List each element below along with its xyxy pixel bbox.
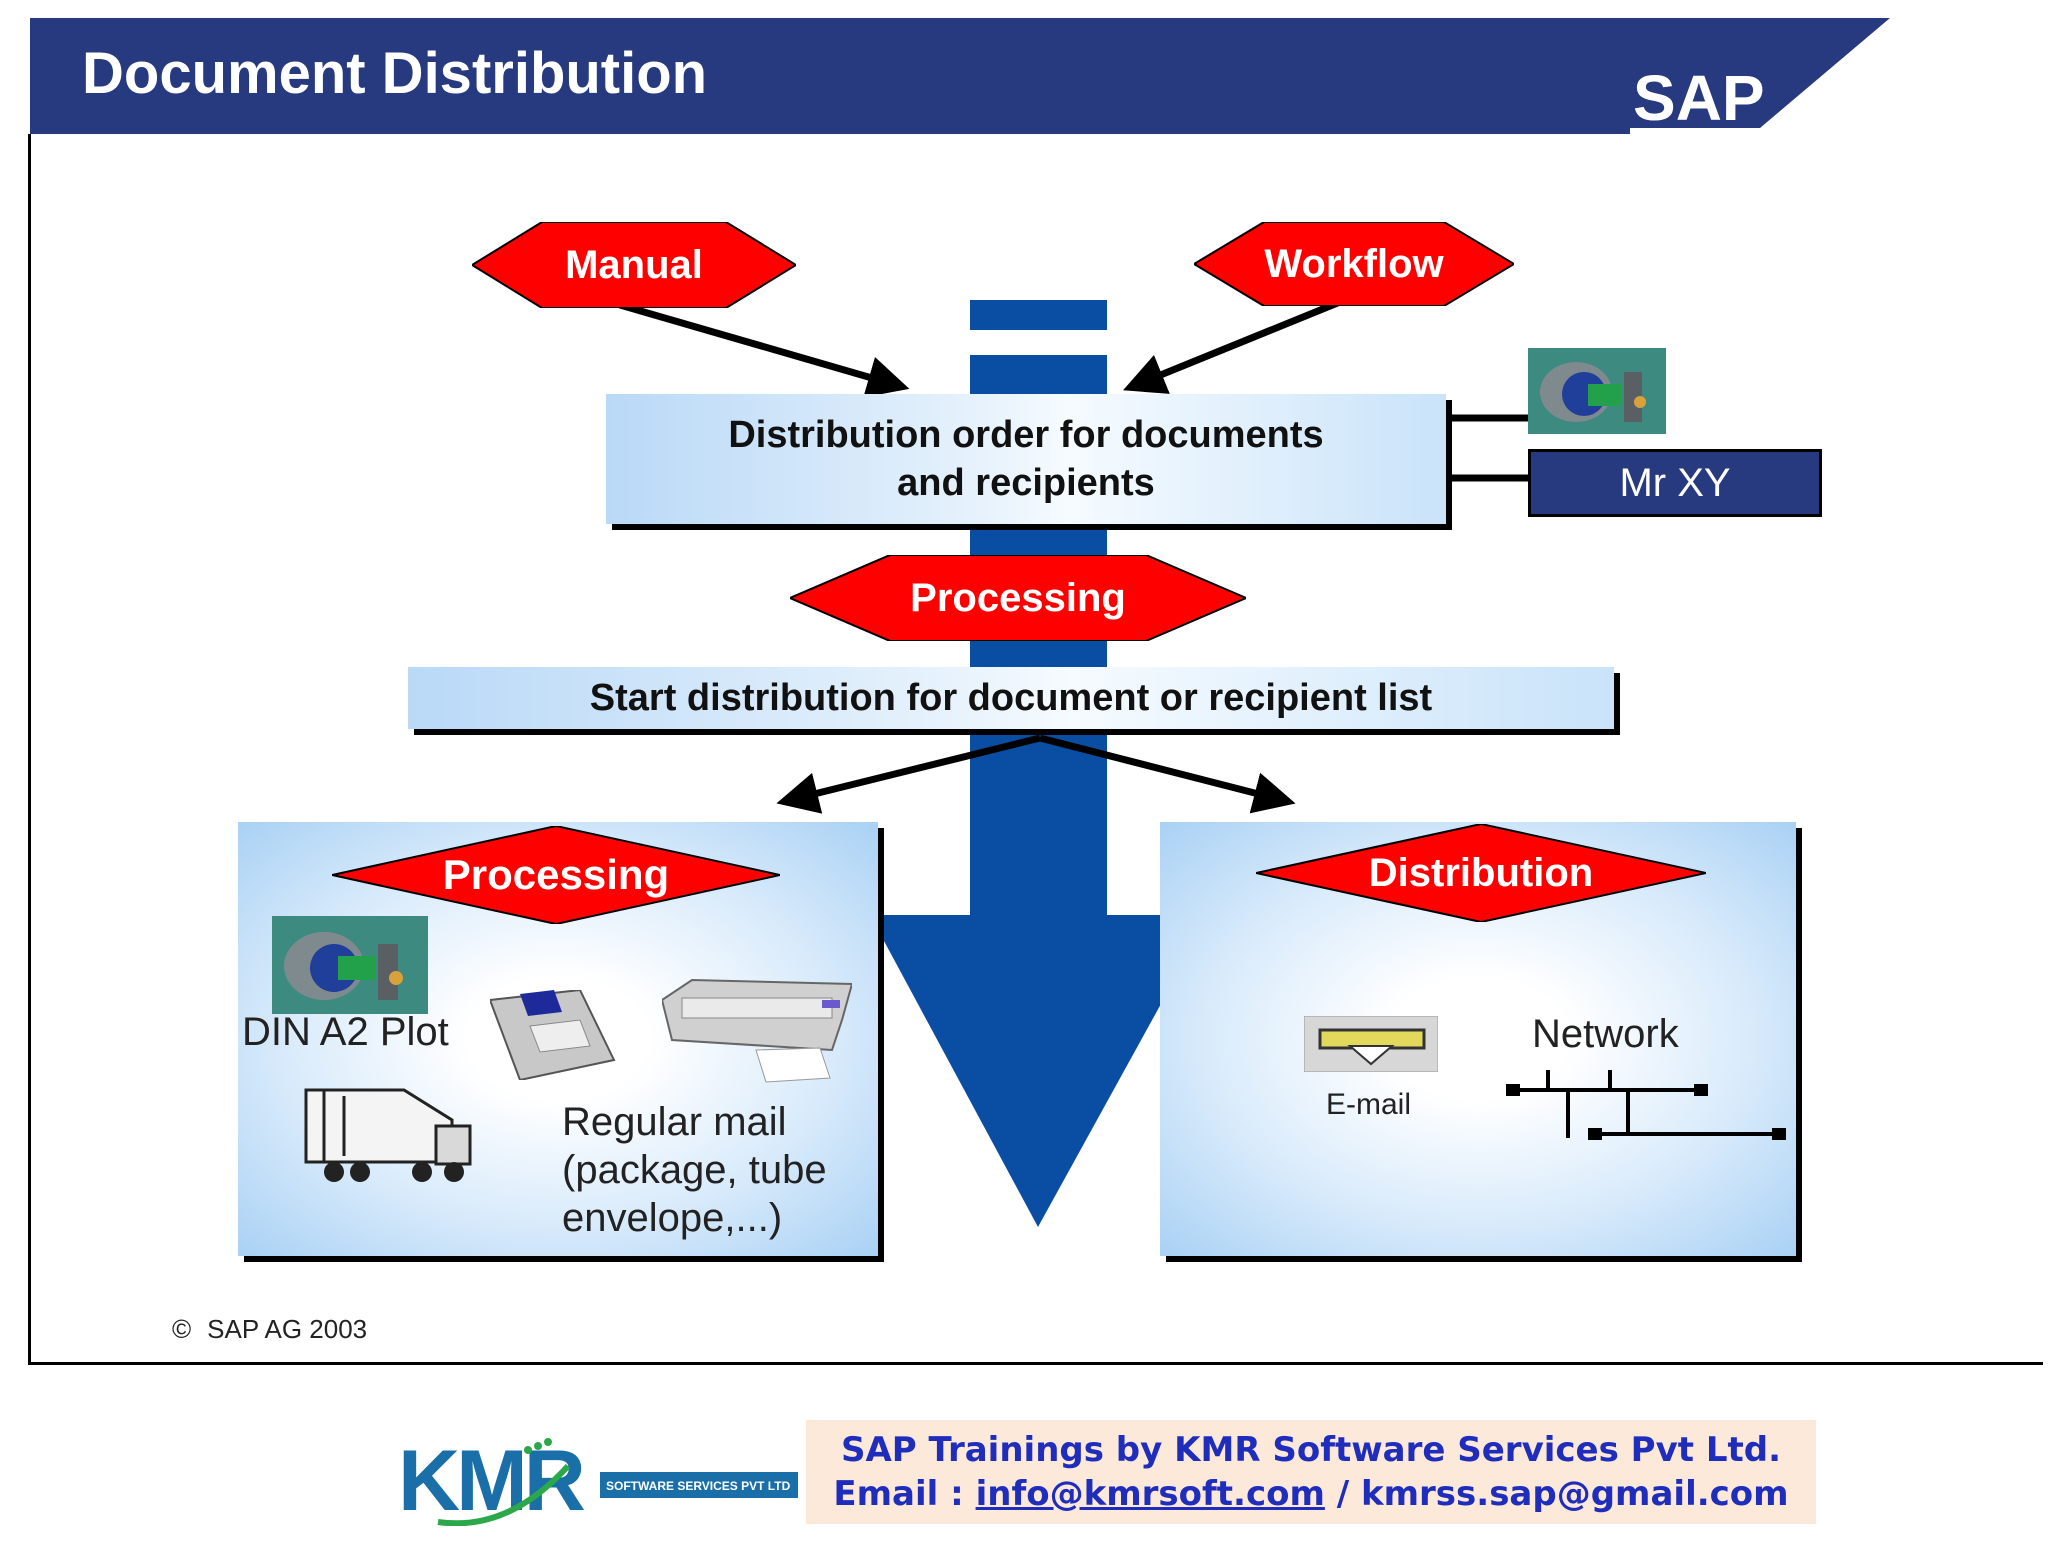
footer-email-2: kmrss.sap@gmail.com — [1361, 1474, 1789, 1514]
processing-diamond-left: Processing — [332, 826, 780, 924]
footer-email-link-1[interactable]: info@kmrsoft.com — [975, 1474, 1325, 1514]
order-line-1: Distribution order for documents — [728, 414, 1324, 456]
manual-label: Manual — [565, 242, 703, 287]
sap-logo-text: SAP — [1633, 62, 1765, 134]
order-line-2: and recipients — [897, 462, 1155, 504]
footer-separator: / — [1324, 1474, 1361, 1514]
din-a2-plot-label: DIN A2 Plot — [242, 1010, 449, 1054]
kmr-logo: KMR SOFTWARE SERVICES PVT LTD — [398, 1433, 800, 1529]
floppy-disk-icon — [488, 988, 618, 1082]
distribution-order-box: Distribution order for documents and rec… — [606, 394, 1446, 524]
footer-title: SAP Trainings by KMR Software Services P… — [840, 1430, 1782, 1470]
copyright-text: SAP AG 2003 — [207, 1314, 368, 1344]
start-distribution-label: Start distribution for document or recip… — [589, 676, 1433, 719]
copyright: © SAP AG 2003 — [172, 1314, 367, 1345]
network-icon — [1500, 1060, 1790, 1152]
plotter-small-icon — [272, 916, 428, 1014]
kmr-logo-subtitle: SOFTWARE SERVICES PVT LTD — [606, 1479, 791, 1493]
distribution-diamond: Distribution — [1256, 824, 1706, 922]
sap-logo: SAP — [1630, 18, 1910, 138]
processing-left-label: Processing — [442, 851, 670, 898]
regular-mail-line-1: Regular mail — [562, 1100, 787, 1144]
regular-mail-line-2: (package, tube — [562, 1148, 827, 1192]
footer-contact-box: SAP Trainings by KMR Software Services P… — [806, 1420, 1816, 1524]
email-icon — [1303, 1015, 1439, 1073]
workflow-diamond: Workflow — [1194, 222, 1514, 306]
header-bar — [30, 18, 1630, 134]
truck-icon — [304, 1086, 472, 1184]
network-label: Network — [1532, 1012, 1679, 1056]
email-label: E-mail — [1326, 1088, 1412, 1121]
distribution-label: Distribution — [1368, 850, 1594, 895]
recipient-mr-xy: Mr XY — [1528, 449, 1822, 517]
plotter-icon — [1528, 348, 1666, 434]
processing-middle-label: Processing — [910, 575, 1126, 620]
copyright-icon: © — [172, 1314, 192, 1344]
processing-diamond-middle: Processing — [790, 555, 1246, 641]
page-title: Document Distribution — [82, 41, 708, 106]
start-distribution-box: Start distribution for document or recip… — [408, 667, 1614, 729]
workflow-label: Workflow — [1264, 241, 1444, 286]
printer-icon — [660, 970, 854, 1090]
regular-mail-line-3: envelope,...) — [562, 1196, 783, 1240]
footer-email-line: Email : info@kmrsoft.com / kmrss.sap@gma… — [806, 1474, 1816, 1514]
slide-frame — [28, 134, 2043, 1365]
regular-mail-label: Regular mail (package, tube envelope,...… — [562, 1098, 827, 1242]
manual-diamond: Manual — [472, 222, 796, 308]
footer-email-label: Email : — [833, 1474, 976, 1514]
